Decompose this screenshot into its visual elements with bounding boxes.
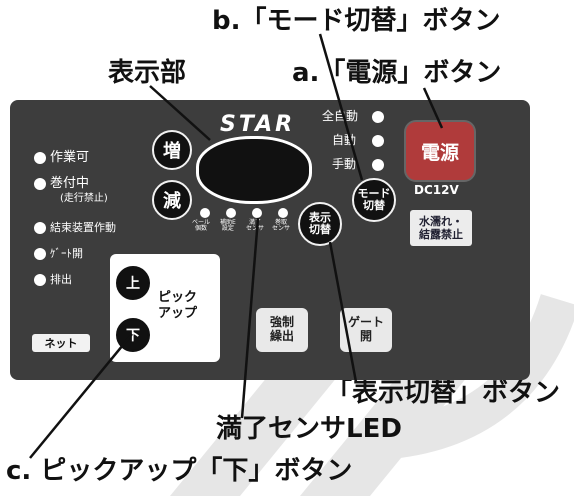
full-sensor-led xyxy=(252,208,262,218)
callout-display-switch-button: 「表示切替」ボタン xyxy=(326,378,561,408)
discharge-led xyxy=(34,274,46,286)
bale-count-label: ベール 個数 xyxy=(192,219,211,232)
auto-led xyxy=(372,135,384,147)
pickup-down-button[interactable]: 下 xyxy=(116,318,150,352)
pickup-label: ピック アップ xyxy=(158,290,198,321)
gate-open-led xyxy=(34,248,46,260)
callout-full-sensor-led: 満了センサLED xyxy=(216,414,402,444)
water-warning-label: 水濡れ・ 結露禁止 xyxy=(410,210,472,246)
gate-open-button[interactable]: ゲート 開 xyxy=(340,308,392,352)
wrap-sensor-label: 巻取 センサ xyxy=(272,219,291,232)
callout-mode-switch-button: b.「モード切替」ボタン xyxy=(212,6,501,36)
auto-label: 自動 xyxy=(332,133,357,147)
tie-operation-label: 結束装置作動 xyxy=(50,221,116,234)
callout-display: 表示部 xyxy=(108,58,187,88)
manual-label: 手動 xyxy=(332,157,357,171)
display-screen xyxy=(196,136,312,204)
voltage-label: DC12V xyxy=(414,183,459,197)
winding-label: 巻付中 xyxy=(50,176,90,191)
aux-setting-led xyxy=(226,208,236,218)
brand-logo: STAR xyxy=(220,112,296,137)
decrease-button[interactable]: 減 xyxy=(152,180,192,220)
full-sensor-label: 満了 センサ xyxy=(246,219,265,232)
bale-count-led xyxy=(200,208,210,218)
winding-sub-label: (走行禁止) xyxy=(60,193,108,204)
control-panel: STAR 増 減 作業可 巻付中 (走行禁止) 結束装置作動 ｹﾞｰﾄ開 排出 … xyxy=(10,100,530,380)
increase-button[interactable]: 増 xyxy=(152,130,192,170)
work-ok-led xyxy=(34,152,46,164)
full-auto-label: 全自動 xyxy=(322,109,359,123)
callout-pickup-down-button: c. ピックアップ「下」ボタン xyxy=(6,456,353,486)
display-switch-button[interactable]: 表示 切替 xyxy=(298,202,342,246)
wrap-sensor-led xyxy=(278,208,288,218)
pickup-up-button[interactable]: 上 xyxy=(116,266,150,300)
gate-open-label: ｹﾞｰﾄ開 xyxy=(50,247,83,260)
work-ok-label: 作業可 xyxy=(50,150,90,165)
full-auto-led xyxy=(372,111,384,123)
mode-switch-button[interactable]: モード 切替 xyxy=(352,178,396,222)
manual-led xyxy=(372,159,384,171)
winding-led xyxy=(34,178,46,190)
net-button[interactable]: ネット xyxy=(32,334,90,352)
aux-setting-label: 補助E 設定 xyxy=(220,219,236,232)
discharge-label: 排出 xyxy=(50,273,72,286)
tie-operation-led xyxy=(34,222,46,234)
power-button[interactable]: 電源 xyxy=(404,120,476,182)
forced-discharge-button[interactable]: 強制 繰出 xyxy=(256,308,308,352)
callout-power-button: a.「電源」ボタン xyxy=(292,58,502,88)
